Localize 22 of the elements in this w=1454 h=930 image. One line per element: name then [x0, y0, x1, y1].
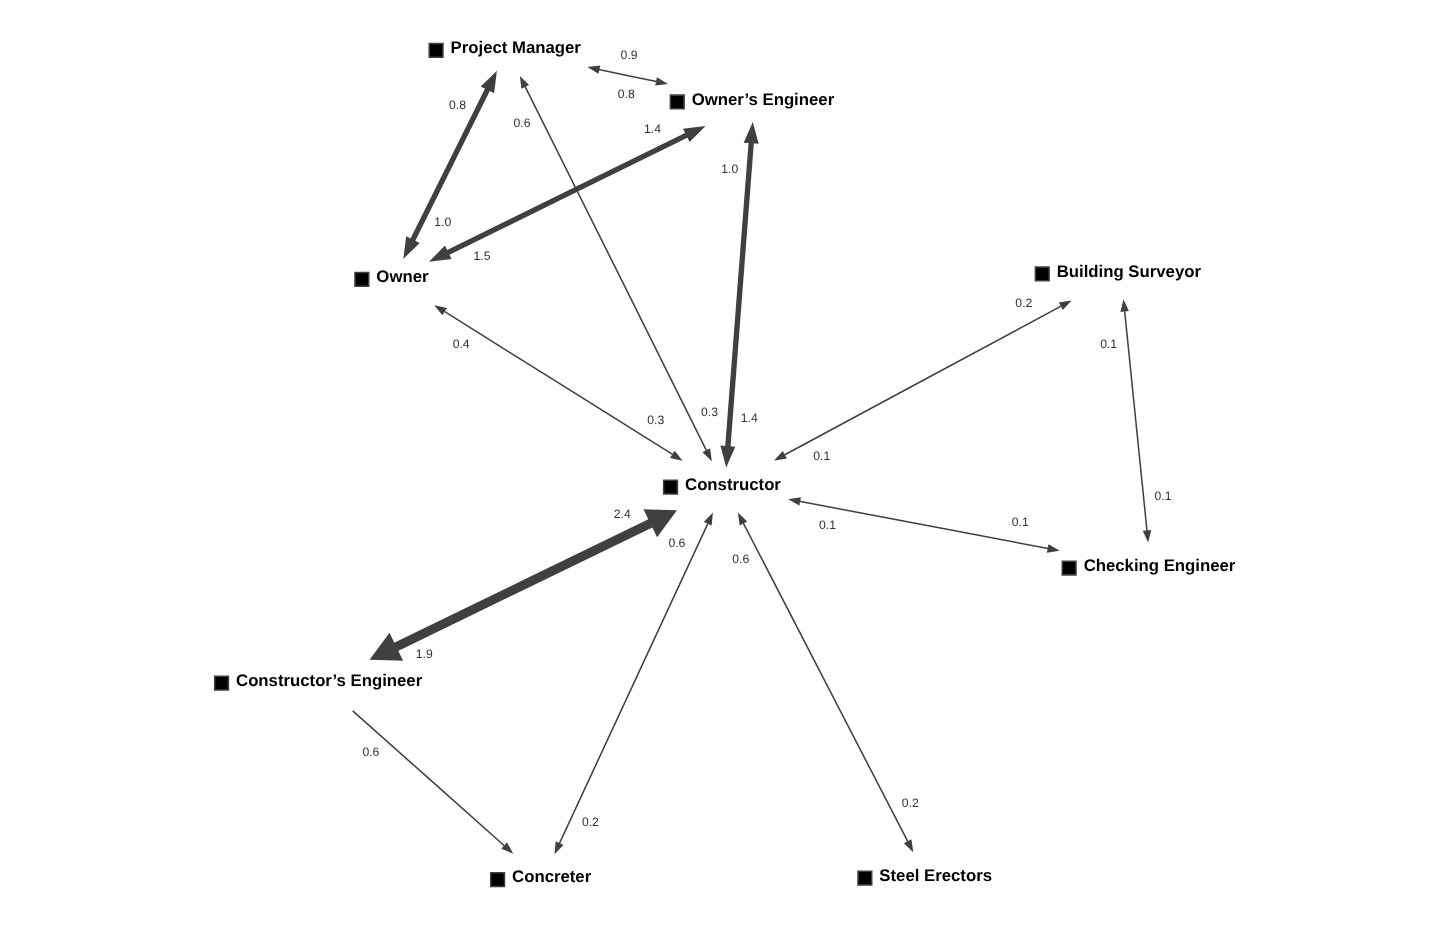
- node-label: Concreter: [512, 866, 592, 887]
- arrow: [774, 300, 1072, 461]
- arrow: [429, 125, 706, 262]
- arrow: [369, 509, 677, 661]
- arrow: [554, 512, 713, 855]
- node-label: Project Manager: [450, 37, 581, 58]
- node-label: Steel Erectors: [879, 864, 993, 885]
- arrow: [788, 497, 1060, 553]
- node-label: Checking Engineer: [1083, 554, 1236, 575]
- node-label: Owner’s Engineer: [691, 88, 835, 109]
- arrow: [720, 121, 759, 468]
- arrow: [737, 512, 914, 853]
- node-label: Constructor: [685, 473, 781, 494]
- node-label: Building Surveyor: [1056, 260, 1202, 281]
- node-label: Owner: [376, 266, 429, 287]
- arrow: [1120, 299, 1152, 543]
- arrow: [403, 70, 497, 259]
- arrow: [434, 305, 683, 461]
- node-label: Constructor’s Engineer: [236, 669, 423, 690]
- arrow: [351, 710, 514, 854]
- arrow: [519, 75, 712, 462]
- arrow: [587, 65, 669, 86]
